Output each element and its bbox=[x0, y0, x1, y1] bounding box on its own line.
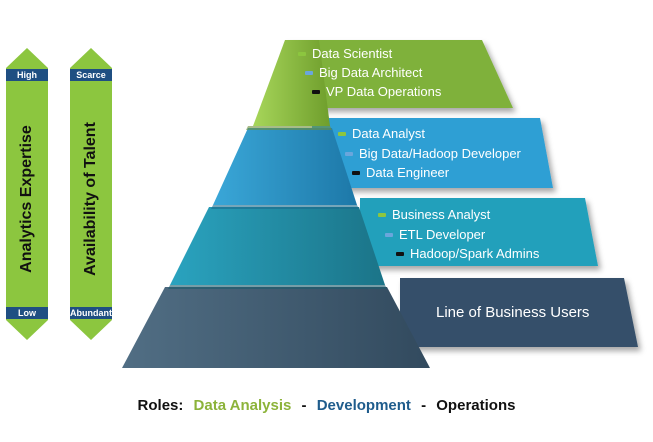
legend-operations: Operations bbox=[436, 397, 516, 414]
tier-panel-bottom bbox=[400, 278, 638, 347]
role-item: Data Engineer bbox=[352, 165, 449, 180]
green-bullet-icon bbox=[378, 212, 386, 217]
role-label: Data Analyst bbox=[352, 126, 425, 141]
double-arrow-icon bbox=[6, 48, 48, 340]
scale-top-label: High bbox=[6, 69, 48, 81]
black-bullet-icon bbox=[312, 89, 320, 94]
availability-of-talent-scale: Scarce Availability of Talent Abundant bbox=[68, 44, 114, 344]
pyramid-tier-bottom bbox=[122, 287, 430, 368]
line-of-business-label: Line of Business Users bbox=[436, 304, 590, 321]
role-item: ETL Developer bbox=[385, 227, 485, 242]
pyramid-tier-2 bbox=[213, 128, 357, 205]
role-label: Hadoop/Spark Admins bbox=[410, 246, 540, 261]
black-bullet-icon bbox=[352, 170, 360, 175]
blue-bullet-icon bbox=[305, 70, 313, 75]
analytics-expertise-scale: High Analytics Expertise Low bbox=[4, 44, 50, 344]
role-label: ETL Developer bbox=[399, 227, 486, 242]
legend-separator: - bbox=[421, 397, 427, 414]
pyramid-tier-top bbox=[253, 40, 330, 126]
tier-panel-top bbox=[285, 40, 513, 108]
role-item: Big Data/Hadoop Developer bbox=[345, 146, 521, 161]
role-label: Data Engineer bbox=[366, 165, 450, 180]
role-label: Data Scientist bbox=[312, 46, 393, 61]
legend-development: Development bbox=[316, 397, 411, 414]
scale-bottom-label: Abundant bbox=[70, 307, 112, 319]
legend-data-analysis: Data Analysis bbox=[193, 397, 292, 414]
roles-legend: Roles: Data Analysis - Development - Ope… bbox=[0, 397, 653, 414]
role-label: Big Data Architect bbox=[319, 65, 423, 80]
scale-top-label: Scarce bbox=[70, 69, 112, 81]
role-item: Data Analyst bbox=[338, 126, 425, 141]
blue-bullet-icon bbox=[345, 151, 353, 156]
role-item: Data Scientist bbox=[298, 46, 392, 61]
role-label: Business Analyst bbox=[392, 207, 491, 222]
role-label: VP Data Operations bbox=[326, 84, 442, 99]
role-item: Hadoop/Spark Admins bbox=[396, 246, 539, 261]
blue-bullet-icon bbox=[385, 232, 393, 237]
double-arrow-icon bbox=[70, 48, 112, 340]
legend-prefix: Roles: bbox=[137, 397, 184, 414]
tier-panel-2 bbox=[312, 118, 553, 188]
scale-bottom-label: Low bbox=[6, 307, 48, 319]
green-bullet-icon bbox=[338, 131, 346, 136]
tier-panel-3 bbox=[360, 198, 598, 266]
role-label: Big Data/Hadoop Developer bbox=[359, 146, 521, 161]
legend-separator: - bbox=[301, 397, 307, 414]
role-item: VP Data Operations bbox=[312, 84, 441, 99]
black-bullet-icon bbox=[396, 251, 404, 256]
role-item: Big Data Architect bbox=[305, 65, 422, 80]
role-item: Business Analyst bbox=[378, 207, 490, 222]
pyramid-tier-3 bbox=[170, 207, 385, 285]
green-bullet-icon bbox=[298, 51, 306, 56]
